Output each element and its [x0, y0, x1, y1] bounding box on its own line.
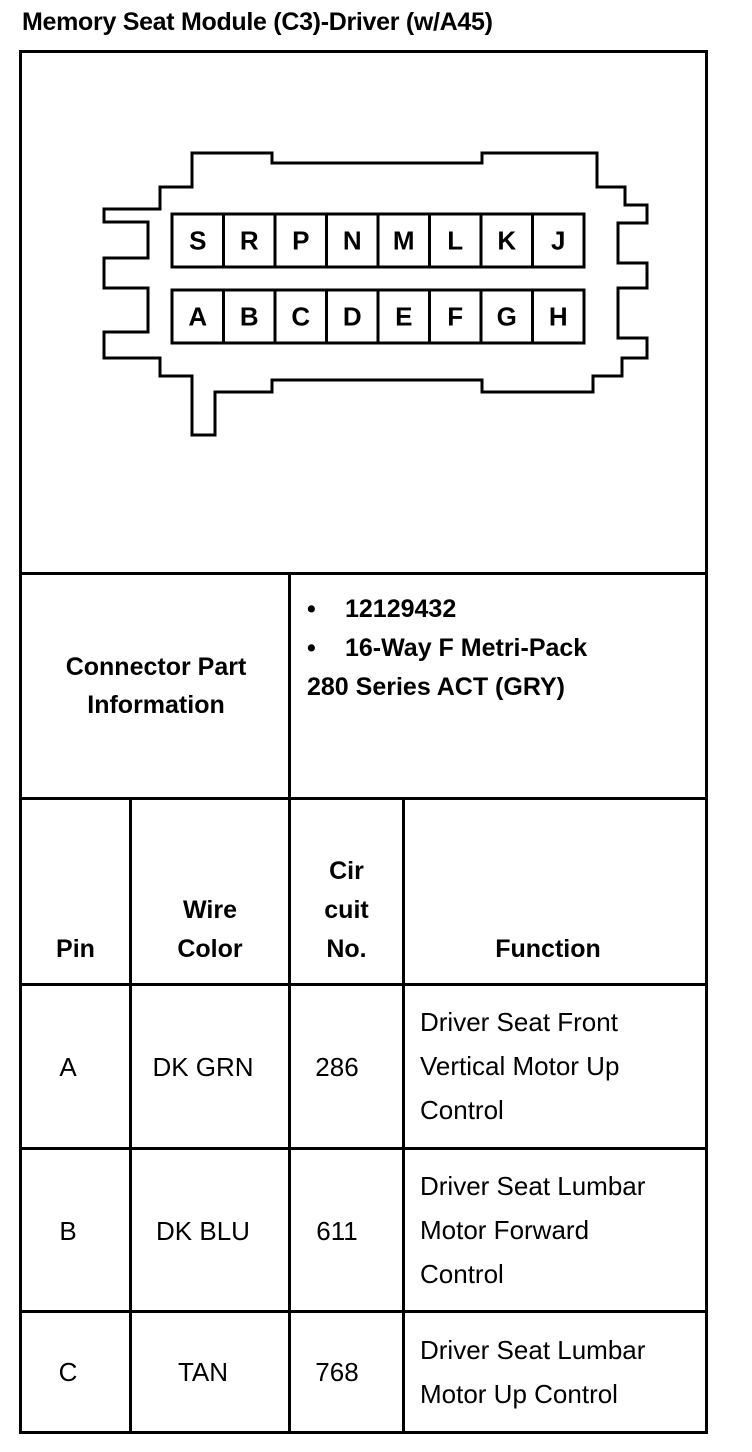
bullet-icon: • [307, 595, 316, 623]
function-line: Motor Forward [420, 1215, 590, 1245]
table-row-b-pin: B [59, 1216, 77, 1246]
connector-info-label-line1: Connector Part [65, 653, 247, 681]
connector-pin-label-s: S [189, 226, 206, 256]
connector-pin-label-p: P [292, 226, 309, 256]
divider-table-header [19, 983, 708, 986]
table-row-a-circuit: 286 [315, 1052, 359, 1082]
page-title: Memory Seat Module (C3)-Driver (w/A45) [22, 8, 493, 36]
connector-pin-label-b: B [240, 302, 259, 332]
table-row-a-wire-color: DK GRN [152, 1052, 254, 1082]
connector-pin-label-r: R [240, 226, 259, 256]
header-wire-color-line1: Wire [183, 896, 237, 924]
connector-pin-label-l: L [447, 226, 463, 256]
connector-info-label-line2: Information [87, 691, 225, 719]
table-row-c-wire-color: TAN [177, 1357, 229, 1387]
connector-description-line2: 280 Series ACT (GRY) [307, 673, 565, 701]
table-row-b-wire-color: DK BLU [156, 1216, 250, 1246]
connector-pin-label-m: M [393, 226, 415, 256]
connector-pin-cavity-j [531, 212, 586, 269]
divider-wire-column [288, 797, 291, 1434]
divider-cpi-column [288, 572, 291, 800]
connector-pin-cavity-h [531, 288, 586, 345]
divider-connector-info [19, 797, 708, 800]
function-line: Driver Seat Front [420, 1007, 618, 1037]
header-circuit-line3: No. [326, 935, 367, 963]
connector-pin-label-f: F [447, 302, 463, 332]
connector-info-label: Connector Part Information [22, 648, 290, 724]
part-number-line: • 12129432 [307, 590, 587, 629]
header-wire-color-line2: Color [177, 935, 243, 963]
connector-pin-label-a: A [188, 302, 207, 332]
divider-pin-column [129, 797, 132, 1434]
header-function: Function [495, 935, 601, 963]
connector-pin-label-n: N [343, 226, 362, 256]
table-row-c-circuit: 768 [315, 1357, 359, 1387]
connector-description: 16-Way F Metri-Pack [345, 634, 588, 662]
header-pin: Pin [56, 935, 95, 963]
header-circuit-no: Cir cuit No. [291, 852, 402, 969]
connector-pin-label-e: E [395, 302, 412, 332]
connector-pin-label-k: K [497, 226, 516, 256]
header-wire-color: Wire Color [132, 891, 288, 969]
connector-housing-outline [102, 151, 649, 437]
divider-diagram [19, 572, 708, 575]
function-line: Vertical Motor Up [420, 1051, 620, 1081]
connector-info-value: • 12129432 • 16-Way F Metri-Pack 280 Serie… [307, 590, 587, 707]
connector-pin-label-c: C [291, 302, 310, 332]
connector-pin-label-h: H [549, 302, 568, 332]
bullet-icon: • [307, 634, 316, 662]
table-row-b-function: Driver Seat Lumbar Motor Forward Control [420, 1164, 645, 1296]
description-line1: • 16-Way F Metri-Pack [307, 629, 587, 668]
header-circuit-line2: cuit [324, 896, 369, 924]
function-line: Driver Seat Lumbar [420, 1335, 646, 1365]
table-row-c-function: Driver Seat Lumbar Motor Up Control [420, 1328, 645, 1416]
document-frame [19, 50, 708, 1434]
divider-circuit-column [402, 797, 405, 1434]
function-line: Motor Up Control [420, 1379, 618, 1409]
divider-row-b [19, 1310, 708, 1313]
divider-row-a [19, 1147, 708, 1150]
function-line: Driver Seat Lumbar [420, 1171, 646, 1201]
table-row-a-pin: A [59, 1052, 77, 1082]
connector-pin-label-g: G [497, 302, 517, 332]
part-number: 12129432 [345, 595, 457, 623]
table-row-b-circuit: 611 [316, 1216, 358, 1246]
connector-pin-label-j: J [551, 226, 565, 256]
function-line: Control [420, 1095, 504, 1125]
connector-diagram: S R P N M L K J A B C D E F G H [102, 151, 649, 437]
function-line: Control [420, 1259, 504, 1289]
header-circuit-line1: Cir [329, 857, 364, 885]
connector-pin-label-d: D [343, 302, 362, 332]
table-row-a-function: Driver Seat Front Vertical Motor Up Cont… [420, 1000, 619, 1132]
table-row-c-pin: C [58, 1357, 78, 1387]
